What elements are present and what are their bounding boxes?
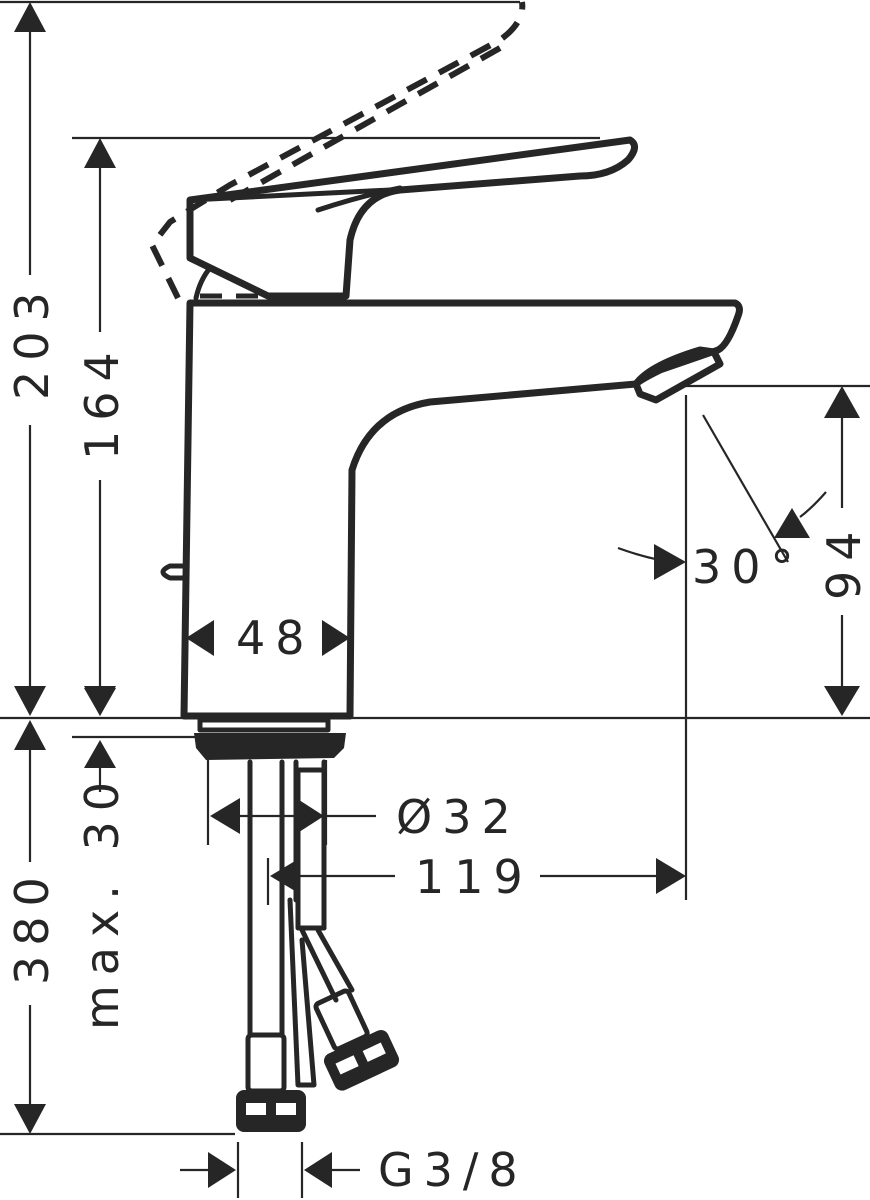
dim-label-g3-8: G3/8 xyxy=(378,1143,528,1197)
dimension-max-30: max. 30 xyxy=(75,688,129,1030)
hose-connector-angled xyxy=(313,988,400,1091)
arrow-down-icon xyxy=(14,686,46,716)
dim-label-diameter-32: Ø32 xyxy=(396,790,521,844)
arrow-down-icon xyxy=(84,688,116,716)
dimension-380: 380 xyxy=(5,720,59,1134)
dimension-164: 164 xyxy=(75,138,129,716)
arrow-up-icon xyxy=(824,386,860,418)
faucet-body xyxy=(160,299,743,720)
dim-label-max-30: max. 30 xyxy=(75,772,129,1030)
dim-label-119: 119 xyxy=(415,850,533,904)
arrow-left-icon xyxy=(186,620,214,656)
lever-raised-position-outline xyxy=(148,1,526,300)
dim-label-380: 380 xyxy=(5,867,59,985)
arrow-up-icon xyxy=(84,740,116,768)
arrow-up-icon xyxy=(14,720,46,750)
dim-label-203: 203 xyxy=(5,282,59,400)
dimension-94: 94 xyxy=(817,386,870,716)
arrow-up-icon xyxy=(14,2,46,32)
dimension-119: 119 xyxy=(266,850,686,905)
extension-lines xyxy=(0,0,870,1136)
dimension-angle-30: 30° xyxy=(617,414,827,594)
arrow-left-icon xyxy=(270,858,300,894)
arrow-left-icon xyxy=(210,798,240,834)
arrow-right-icon xyxy=(296,798,324,834)
mounting-assembly xyxy=(194,717,355,1088)
dimension-203: 203 xyxy=(5,2,59,716)
arrow-left-icon xyxy=(774,508,810,538)
arrow-down-icon xyxy=(14,1104,46,1134)
dimension-diameter-32: Ø32 xyxy=(206,760,521,845)
arrow-left-icon xyxy=(304,1152,332,1188)
dim-label-30-deg: 30° xyxy=(692,540,804,594)
arrow-down-icon xyxy=(824,686,860,716)
dim-label-94: 94 xyxy=(817,521,870,600)
dimension-g3-8: G3/8 xyxy=(180,1142,528,1198)
arrow-up-icon xyxy=(84,138,116,168)
dimension-48: 48 xyxy=(186,611,350,665)
arrow-right-icon xyxy=(208,1152,236,1188)
arrow-right-icon xyxy=(656,858,686,894)
hose-connector-straight xyxy=(236,1032,306,1132)
arrow-right-icon xyxy=(654,544,686,580)
dim-label-48: 48 xyxy=(236,611,315,665)
lever-handle xyxy=(186,136,638,301)
dim-label-164: 164 xyxy=(75,342,129,460)
arrow-right-icon xyxy=(322,620,350,656)
